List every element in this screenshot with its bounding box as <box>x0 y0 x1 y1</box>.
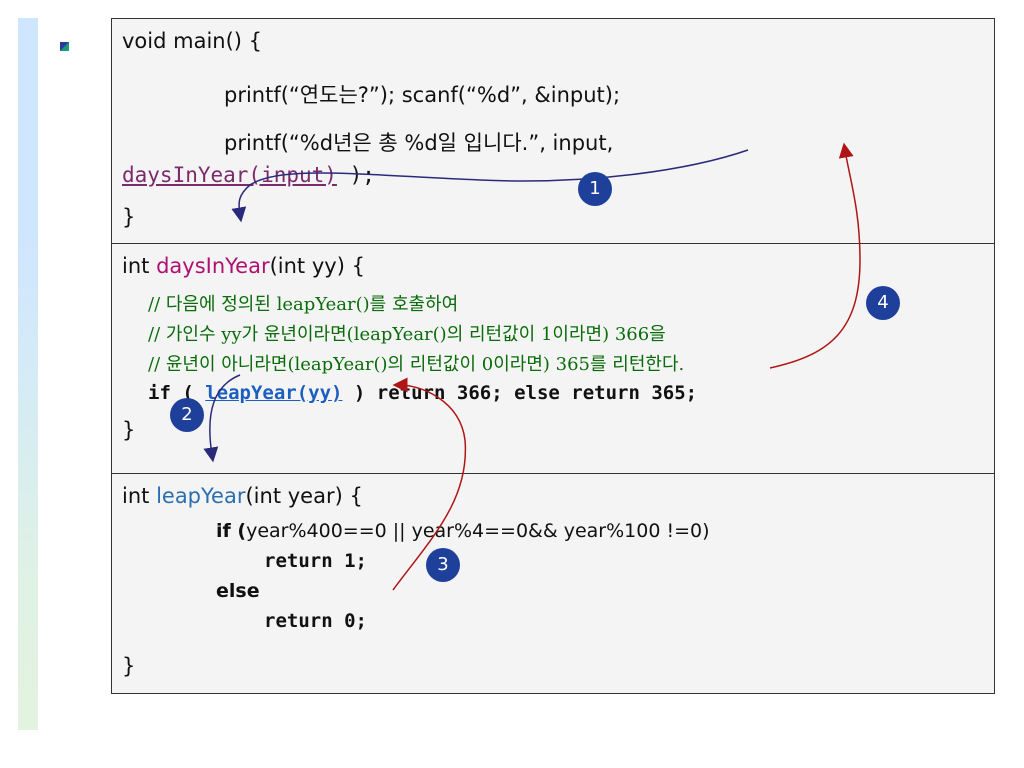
leapyear-name: leapYear <box>156 484 246 508</box>
daysinyear-sig-suffix: (int yy) { <box>269 254 365 278</box>
return-1-line: return 1; <box>264 550 367 572</box>
step-badge-4: 4 <box>866 286 900 320</box>
if-suffix: ) return 366; else return 365; <box>342 382 698 404</box>
comment-line-1: // 다음에 정의된 leapYear()를 호출하여 <box>148 294 459 315</box>
daysinyear-closing-brace: } <box>122 418 136 442</box>
comment-line-3: // 윤년이 아니라면(leapYear()의 리턴값이 0이라면) 365를 … <box>148 354 685 375</box>
else-line: else <box>216 580 260 602</box>
main-line-3: printf(“%d년은 총 %d일 입니다.”, input, <box>224 131 614 155</box>
main-line-1: void main() { <box>122 29 263 53</box>
daysinyear-sig-prefix: int <box>122 254 157 278</box>
return-0-line: return 0; <box>264 610 367 632</box>
code-panel: void main() { printf(“연도는?”); scanf(“%d”… <box>111 18 995 694</box>
leapyear-if-keyword: if ( <box>216 520 247 542</box>
main-line-4: daysInYear(input) ); <box>122 163 375 187</box>
leapyear-if-condition: year%400==0 || year%4==0&& year%100 !=0) <box>246 520 710 542</box>
comment-line-2: // 가인수 yy가 윤년이라면(leapYear()의 리턴값이 1이라면) … <box>148 324 666 345</box>
main-line-4-rest: ); <box>336 163 375 187</box>
main-closing-brace: } <box>122 205 136 229</box>
main-function-box: void main() { printf(“연도는?”); scanf(“%d”… <box>112 19 994 244</box>
leapyear-if-line: if (year%400==0 || year%4==0&& year%100 … <box>216 520 710 542</box>
daysinyear-function-box: int daysInYear(int yy) { // 다음에 정의된 leap… <box>112 244 994 474</box>
leapyear-function-box: int leapYear(int year) { if (year%400==0… <box>112 474 994 693</box>
daysinyear-signature: int daysInYear(int yy) { <box>122 254 365 278</box>
daysinyear-name: daysInYear <box>156 254 270 278</box>
leapyear-call-link[interactable]: leapYear(yy) <box>205 382 343 404</box>
if-leapyear-line: if ( leapYear(yy) ) return 366; else ret… <box>148 382 697 404</box>
leapyear-signature: int leapYear(int year) { <box>122 484 363 508</box>
main-line-2: printf(“연도는?”); scanf(“%d”, &input); <box>224 83 621 107</box>
daysinyear-call-link[interactable]: daysInYear(input) <box>122 163 337 187</box>
side-decoration-bar <box>18 18 38 730</box>
step-badge-1: 1 <box>578 172 612 206</box>
leapyear-closing-brace: } <box>122 654 136 678</box>
step-badge-3: 3 <box>426 548 460 582</box>
leapyear-sig-prefix: int <box>122 484 157 508</box>
step-badge-2: 2 <box>170 398 204 432</box>
bullet-icon <box>60 42 69 51</box>
leapyear-sig-suffix: (int year) { <box>245 484 363 508</box>
